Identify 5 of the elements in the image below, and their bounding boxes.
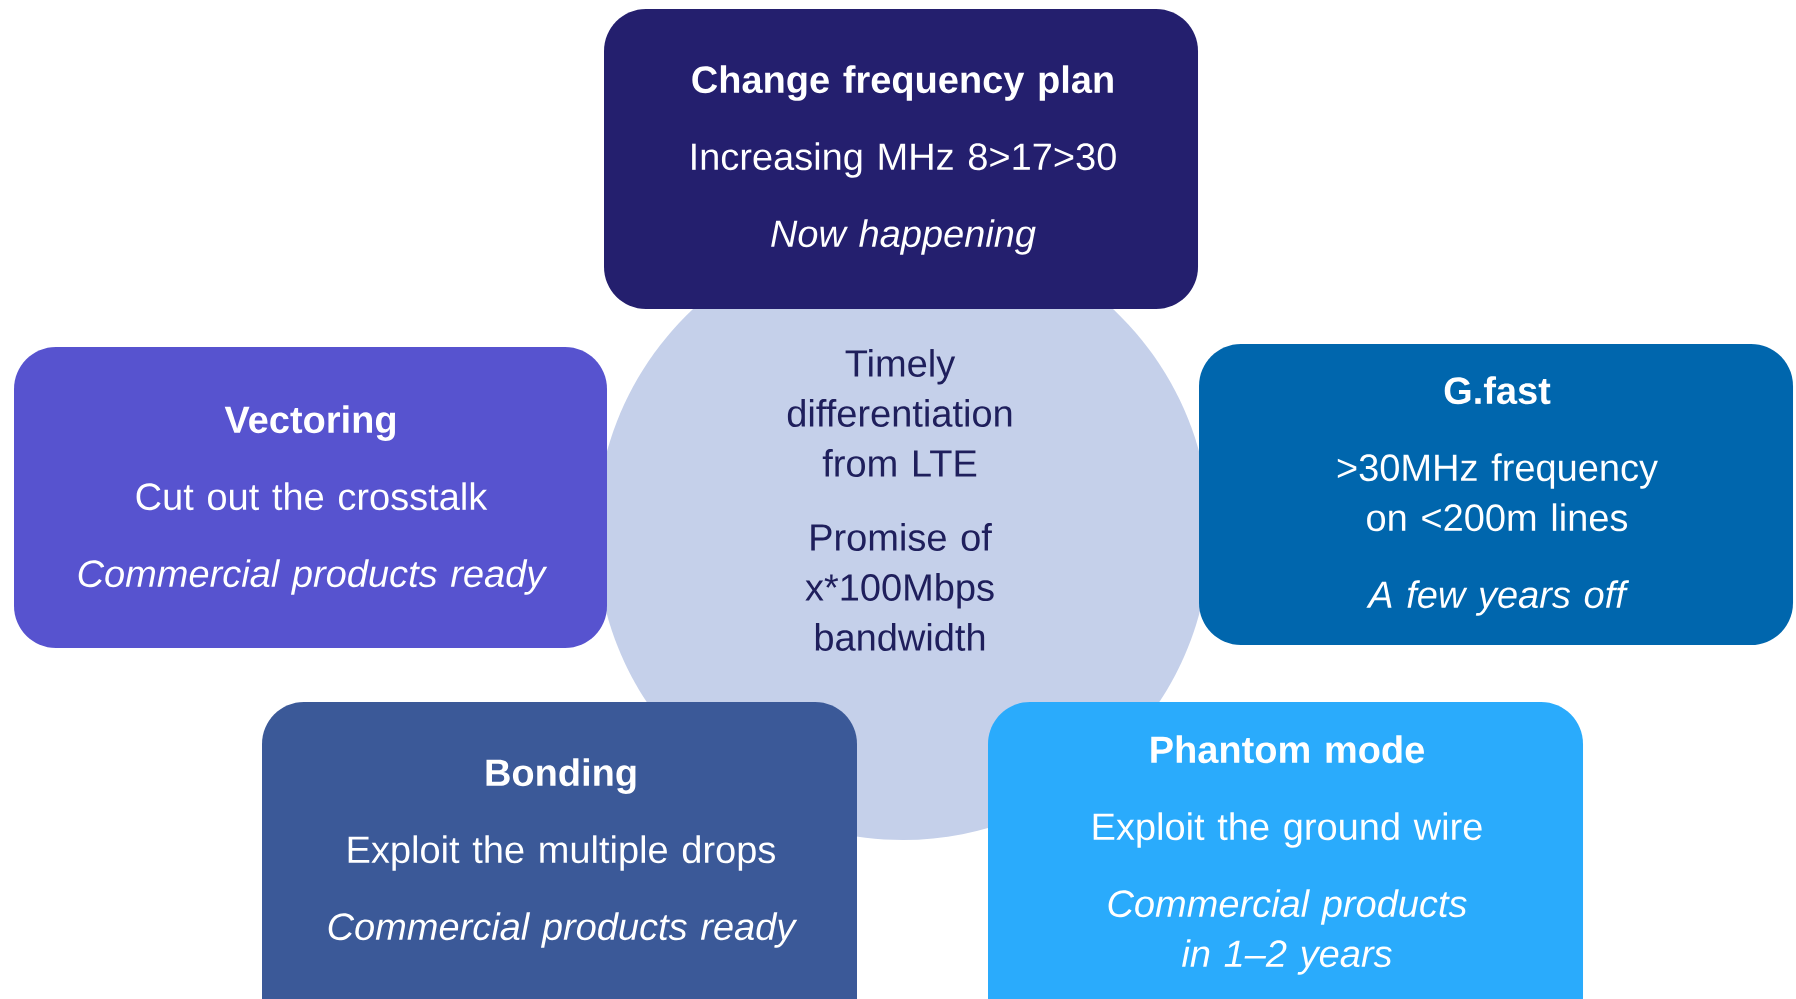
rounded-box: Vectoring Cut out the crosstalk Commercial products ready bbox=[14, 347, 607, 648]
rounded-box: Phantom mode Exploit the ground wire Commercial products in 1–2 years bbox=[988, 702, 1583, 999]
rounded-box: Bonding Exploit the multiple drops Commercial products ready bbox=[262, 702, 857, 999]
rounded-box: Change frequency plan Increasing MHz 8>17>30 Now happening bbox=[604, 9, 1198, 309]
rounded-box: G.fast >30MHz frequency on <200m lines A few years off bbox=[1199, 344, 1793, 645]
